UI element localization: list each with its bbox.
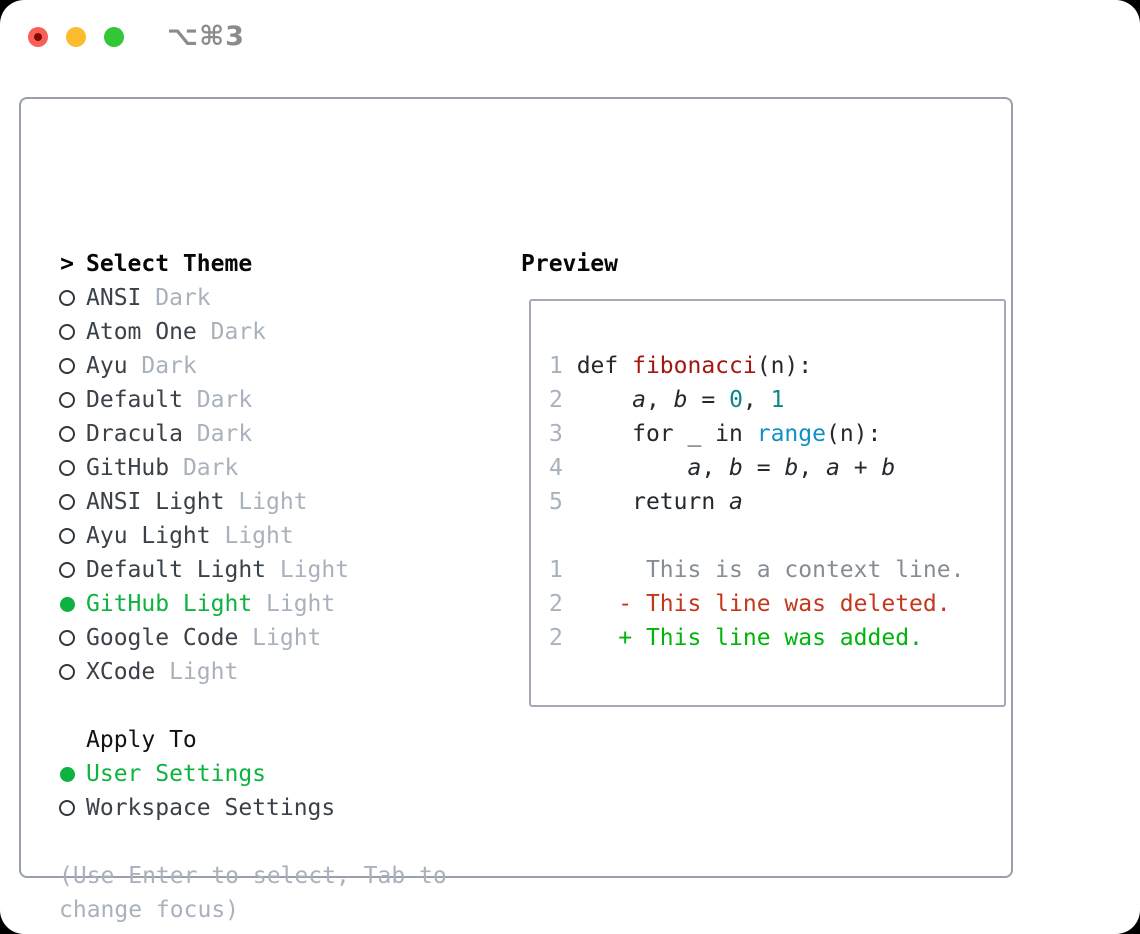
radio-unselected-icon (59, 392, 75, 408)
theme-variant-tag: Dark (182, 455, 239, 481)
traffic-lights (28, 27, 124, 47)
theme-option[interactable]: Google Code Light (59, 621, 499, 655)
radio-unselected-icon (59, 562, 75, 578)
apply-to-label: Workspace Settings (86, 795, 336, 821)
zoom-button[interactable] (104, 27, 124, 47)
theme-option[interactable]: ANSI Dark (59, 281, 499, 315)
radio-unselected-icon (59, 324, 75, 340)
theme-name: Dracula (86, 421, 183, 447)
line-number: 5 (549, 489, 577, 515)
diff-text: + This line was added. (562, 625, 923, 651)
theme-option[interactable]: Ayu Light Light (59, 519, 499, 553)
line-number: 1 (549, 353, 577, 379)
code-line: 5 return a (549, 489, 743, 515)
theme-variant-tag: Light (224, 523, 294, 549)
diff-line: 2 + This line was added. (549, 621, 1004, 655)
theme-name: Ayu Light (86, 523, 211, 549)
theme-option[interactable]: Dracula Dark (59, 417, 499, 451)
radio-unselected-icon (59, 630, 75, 646)
radio-unselected-icon (59, 460, 75, 476)
theme-option[interactable]: XCode Light (59, 655, 499, 689)
minimize-button[interactable] (66, 27, 86, 47)
theme-option[interactable]: GitHub Dark (59, 451, 499, 485)
window-title: ⌥⌘3 (167, 21, 245, 52)
radio-unselected-icon (59, 800, 75, 816)
line-number: 4 (549, 455, 577, 481)
line-number: 2 (549, 625, 563, 651)
theme-name: Atom One (86, 319, 197, 345)
radio-unselected-icon (59, 426, 75, 442)
theme-name: ANSI (86, 285, 142, 311)
code-line: 3 for _ in range(n): (549, 421, 882, 447)
theme-variant-tag: Light (252, 625, 322, 651)
radio-unselected-icon (59, 494, 75, 510)
line-number: 3 (549, 421, 577, 447)
theme-variant-tag: Light (169, 659, 239, 685)
blank-line (549, 519, 1004, 553)
diff-text: This is a context line. (562, 557, 965, 583)
theme-name: XCode (86, 659, 156, 685)
apply-to-label: User Settings (86, 761, 267, 787)
theme-option[interactable]: Ayu Dark (59, 349, 499, 383)
code-line: 1 def fibonacci(n): (549, 353, 813, 379)
cursor-icon: > (60, 251, 74, 277)
radio-unselected-icon (59, 664, 75, 680)
theme-name: Google Code (86, 625, 239, 651)
theme-name: Ayu (86, 353, 128, 379)
apply-to-header-row: Apply To (59, 723, 499, 757)
theme-option[interactable]: ANSI Light Light (59, 485, 499, 519)
theme-variant-tag: Dark (155, 285, 211, 311)
theme-name: Default Light (86, 557, 267, 583)
theme-option[interactable]: Atom One Dark (59, 315, 499, 349)
apply-to-option[interactable]: Workspace Settings (59, 791, 499, 825)
spacer (59, 825, 499, 859)
theme-variant-tag: Dark (141, 353, 197, 379)
line-number: 2 (549, 591, 563, 617)
line-number: 2 (549, 387, 577, 413)
theme-option[interactable]: Default Dark (59, 383, 499, 417)
line-number: 1 (549, 557, 563, 583)
spacer (59, 689, 499, 723)
theme-name: ANSI Light (86, 489, 225, 515)
theme-name: GitHub Light (86, 591, 253, 617)
radio-unselected-icon (59, 290, 75, 306)
theme-variant-tag: Light (238, 489, 308, 515)
preview-header: Preview (521, 251, 618, 277)
radio-selected-icon (59, 766, 75, 782)
select-theme-header-row: > Select Theme (59, 247, 499, 281)
theme-name: GitHub (86, 455, 170, 481)
preview-box: 1 def fibonacci(n): 2 a, b = 0, 1 3 for _ … (529, 299, 1006, 707)
apply-to-header: Apply To (86, 727, 197, 753)
diff-text: - This line was deleted. (562, 591, 951, 617)
theme-variant-tag: Dark (196, 421, 253, 447)
close-button[interactable] (28, 27, 48, 47)
theme-variant-tag: Light (279, 557, 350, 583)
code-line: 2 a, b = 0, 1 (549, 387, 785, 413)
diff-line: 1 This is a context line. (549, 553, 1004, 587)
apply-to-option[interactable]: User Settings (59, 757, 499, 791)
diff-line: 2 - This line was deleted. (549, 587, 1004, 621)
theme-variant-tag: Light (266, 591, 336, 617)
preview-code: 1 def fibonacci(n): 2 a, b = 0, 1 3 for _ … (549, 349, 1004, 655)
theme-option[interactable]: Default Light Light (59, 553, 499, 587)
select-theme-header: Select Theme (86, 251, 253, 277)
keyboard-hint: (Use Enter to select, Tab to change focu… (59, 863, 447, 923)
theme-option[interactable]: GitHub Light Light (59, 587, 499, 621)
theme-variant-tag: Dark (210, 319, 267, 345)
radio-unselected-icon (59, 528, 75, 544)
radio-selected-icon (59, 596, 75, 612)
theme-name: Default (86, 387, 183, 413)
radio-unselected-icon (59, 358, 75, 374)
theme-variant-tag: Dark (196, 387, 253, 413)
code-line: 4 a, b = b, a + b (549, 455, 896, 481)
